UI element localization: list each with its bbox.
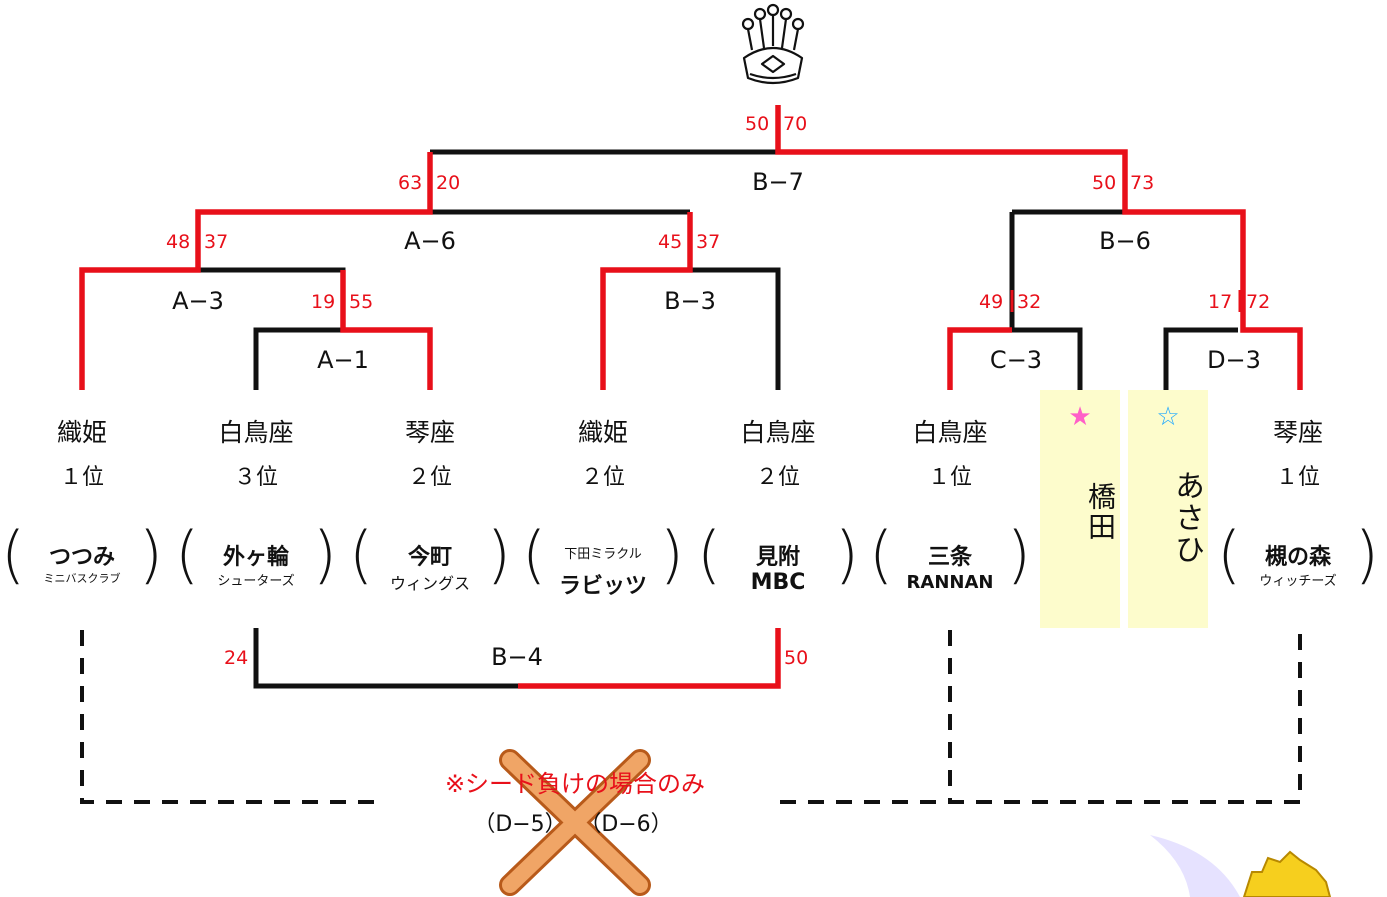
consolation-lines [80, 630, 1302, 804]
match-label-d3: D−3 [1207, 346, 1261, 374]
team-rank-7: １位 [1275, 465, 1321, 490]
club-label-1: () つつみ ミニバスクラブ [1, 518, 163, 591]
club-subname: ウィッチーズ [1259, 574, 1337, 589]
club-name: ラビッツ [558, 574, 647, 599]
club-label-3: () 今町 ウィングス [349, 518, 511, 594]
score-b6-right: 73 [1130, 172, 1155, 194]
team-rank-2: ３位 [233, 465, 279, 490]
score-a6-left: 63 [398, 172, 423, 194]
team-name-6: 白鳥座 [912, 418, 988, 447]
match-label-b7: B−7 [752, 168, 804, 196]
team-name-4: 織姫 [577, 418, 629, 447]
match-label-c3: C−3 [989, 346, 1043, 374]
score-d3-right: 72 [1246, 291, 1271, 313]
team-rank-5: ２位 [755, 465, 801, 490]
score-c3-right: 32 [1017, 291, 1042, 313]
score-d3-left: 17 [1208, 291, 1233, 313]
match-label-b3: B−3 [664, 287, 716, 315]
score-b7-right: 70 [783, 113, 808, 135]
team-name-5: 白鳥座 [740, 418, 816, 447]
club-subname: ミニバスクラブ [43, 572, 121, 585]
club-name: 三条 [927, 545, 972, 570]
consolation-note: ※シード負けの場合のみ [444, 770, 706, 798]
score-separators [196, 112, 1242, 312]
seed-box-hashida: ★ 橋田 [1040, 390, 1120, 628]
score-a3-right: 37 [204, 231, 229, 253]
club-name: 見附 [755, 545, 800, 570]
score-a3-left: 48 [166, 231, 191, 253]
club-subname: 下田ミラクル [564, 547, 642, 562]
club-label-5: () 見附 MBC [697, 518, 859, 596]
blue-star-icon: ☆ [1156, 402, 1180, 432]
cancel-cross-icon [499, 749, 651, 896]
club-name: つつみ [48, 545, 115, 570]
consolation-left-match: （D−5） [473, 812, 567, 837]
club-subname: ウィングス [389, 574, 470, 593]
team-name-3: 琴座 [404, 418, 456, 447]
team-rank-4: ２位 [580, 465, 626, 490]
club-name: 外ヶ輪 [222, 545, 289, 570]
match-label-b4: B−4 [491, 643, 543, 671]
club-subname: RANNAN [906, 572, 994, 593]
consolation-right-match: （D−6） [579, 812, 673, 837]
match-label-b6: B−6 [1099, 227, 1151, 255]
pink-star-icon: ★ [1068, 402, 1092, 432]
match-label-a3: A−3 [172, 287, 224, 315]
score-b4-left: 24 [224, 647, 249, 669]
score-b6-left: 50 [1092, 172, 1117, 194]
team-name-1: 織姫 [56, 418, 108, 447]
score-b3-left: 45 [658, 231, 683, 253]
score-b3-right: 37 [696, 231, 721, 253]
score-c3-left: 49 [979, 291, 1004, 313]
club-subname: MBC [750, 570, 806, 595]
score-a1-left: 19 [311, 291, 336, 313]
score-b4-right: 50 [784, 647, 809, 669]
club-label-6: () 三条 RANNAN [869, 518, 1031, 594]
score-b7-left: 50 [745, 113, 770, 135]
club-name: 今町 [407, 545, 452, 570]
score-a1-right: 55 [349, 291, 374, 313]
club-label-4: () 下田ミラクル ラビッツ [522, 518, 684, 600]
crown-icon [741, 3, 805, 85]
match-label-a6: A−6 [404, 227, 456, 255]
team-name-2: 白鳥座 [218, 418, 294, 447]
match-label-a1: A−1 [317, 346, 369, 374]
club-name: 槻の森 [1264, 545, 1331, 570]
bracket-lines [198, 149, 1238, 689]
team-rank-1: １位 [59, 465, 105, 490]
seed-box-label: 橋田 [1084, 482, 1117, 542]
seed-box-label: あさひ [1169, 470, 1204, 566]
team-rank-3: ２位 [407, 465, 453, 490]
club-label-2: () 外ヶ輪 シューターズ [175, 518, 337, 591]
club-subname: シューターズ [217, 574, 295, 589]
corner-decoration [1150, 835, 1332, 897]
team-name-7: 琴座 [1272, 418, 1324, 447]
club-label-7: () 槻の森 ウィッチーズ [1217, 518, 1379, 591]
score-a6-right: 20 [436, 172, 461, 194]
seed-box-asahi: ☆ あさひ [1128, 390, 1208, 628]
team-rank-6: １位 [927, 465, 973, 490]
